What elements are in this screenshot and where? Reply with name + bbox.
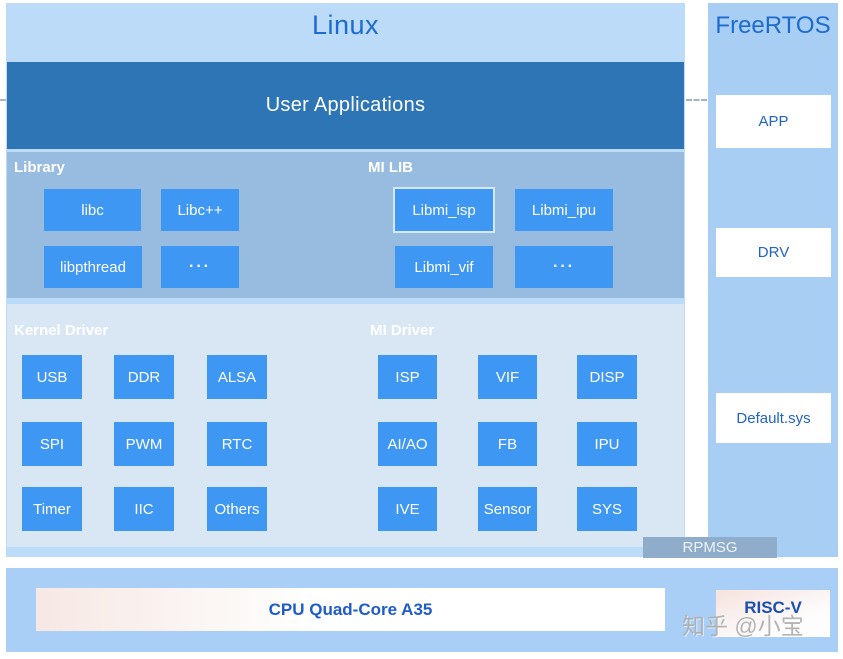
mi-driver-box-isp: ISP	[378, 355, 437, 399]
watermark: 知乎 @小宝	[682, 613, 804, 639]
kernel-driver-box-usb: USB	[22, 355, 82, 399]
freertos-box-drv: DRV	[716, 228, 831, 277]
library-box-libc: libc	[44, 189, 141, 231]
library-section-label: Library	[14, 159, 65, 176]
kernel-driver-section: Kernel Driver MI Driver USB DDR ALSA SPI…	[7, 304, 684, 547]
library-section: Library MI LIB libc Libc++ libpthread ··…	[7, 152, 684, 298]
mi-lib-box-libmi-vif: Libmi_vif	[395, 246, 493, 288]
user-applications-bar: User Applications	[7, 62, 684, 149]
mi-driver-box-fb: FB	[478, 422, 537, 466]
kernel-driver-box-alsa: ALSA	[207, 355, 267, 399]
user-applications-label: User Applications	[265, 94, 426, 116]
kernel-driver-box-spi: SPI	[22, 422, 82, 466]
cpu-label: CPU Quad-Core A35	[268, 599, 433, 619]
riscv-box: RISC-V	[716, 590, 830, 637]
kernel-driver-box-ddr: DDR	[114, 355, 174, 399]
cpu-box: CPU Quad-Core A35	[36, 588, 665, 631]
mi-driver-box-sensor: Sensor	[478, 487, 537, 531]
connector-dash-between-panels	[686, 99, 707, 101]
mi-lib-box-libmi-isp: Libmi_isp	[393, 187, 495, 233]
kernel-driver-box-pwm: PWM	[114, 422, 174, 466]
library-box-libpthread: libpthread	[44, 246, 142, 288]
kernel-driver-box-rtc: RTC	[207, 422, 267, 466]
freertos-box-defaultsys: Default.sys	[716, 393, 831, 443]
mi-lib-section-label: MI LIB	[368, 159, 413, 176]
mi-lib-box-more: ···	[515, 246, 613, 288]
connector-dash-left	[0, 99, 6, 101]
library-box-libcpp: Libc++	[161, 189, 239, 231]
kernel-driver-section-label: Kernel Driver	[14, 322, 109, 339]
freertos-box-app: APP	[716, 95, 831, 148]
rpmsg-bridge: RPMSG	[643, 537, 777, 558]
riscv-label: RISC-V	[744, 598, 802, 617]
mi-driver-box-disp: DISP	[577, 355, 637, 399]
mi-driver-box-aiao: AI/AO	[378, 422, 437, 466]
kernel-driver-box-timer: Timer	[22, 487, 82, 531]
hardware-bar: CPU Quad-Core A35 RISC-V	[6, 568, 838, 652]
rpmsg-label: RPMSG	[682, 539, 738, 556]
library-box-more: ···	[161, 246, 239, 288]
mi-driver-box-ipu: IPU	[577, 422, 637, 466]
kernel-driver-box-iic: IIC	[114, 487, 174, 531]
linux-panel: Linux User Applications Library MI LIB l…	[6, 3, 685, 557]
mi-driver-box-ive: IVE	[378, 487, 437, 531]
mi-driver-section-label: MI Driver	[370, 322, 435, 339]
mi-driver-box-sys: SYS	[577, 487, 637, 531]
freertos-panel-title: FreeRTOS	[715, 12, 831, 39]
kernel-driver-box-others: Others	[207, 487, 267, 531]
freertos-panel: FreeRTOS APP DRV Default.sys	[708, 3, 838, 557]
mi-driver-box-vif: VIF	[478, 355, 537, 399]
mi-lib-box-libmi-ipu: Libmi_ipu	[515, 189, 613, 231]
linux-panel-title: Linux	[311, 10, 380, 40]
